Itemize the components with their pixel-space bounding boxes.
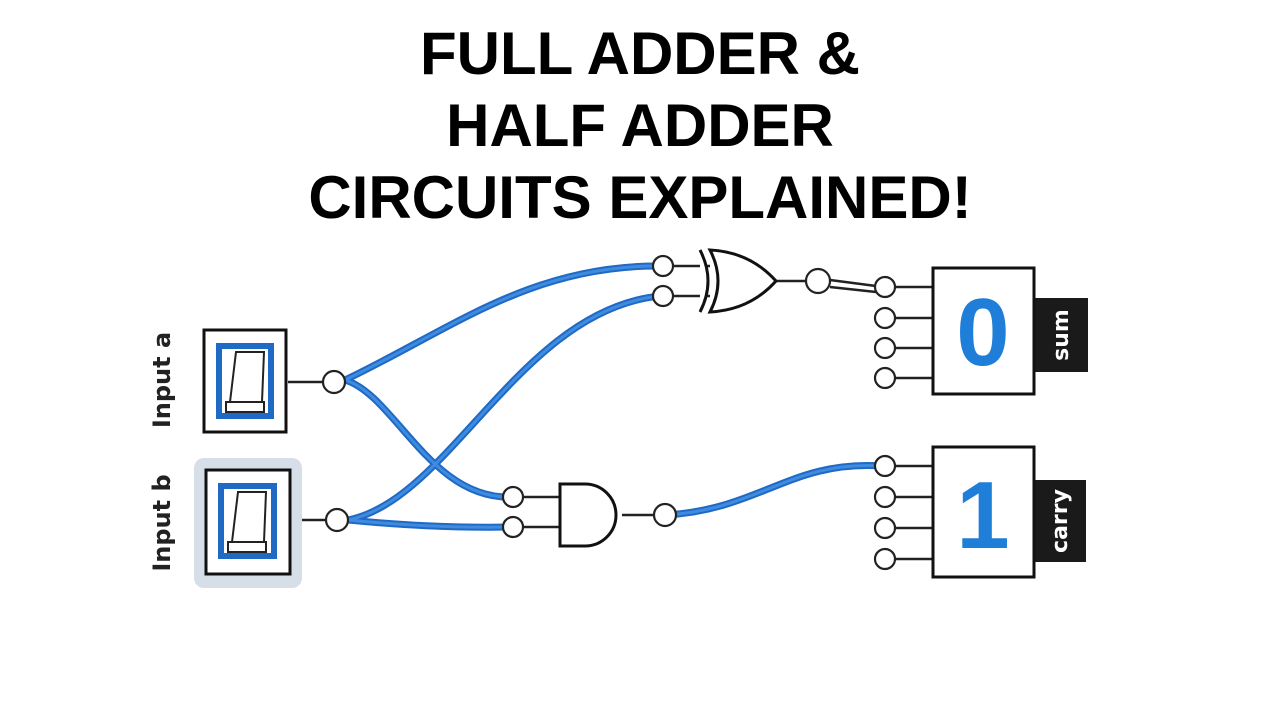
wire-a-to-and [341, 376, 516, 501]
xor-gate [698, 248, 779, 314]
carry-label: carry [1048, 489, 1073, 553]
wires [341, 262, 886, 531]
sum-display: sum 0 [931, 266, 1088, 396]
node-sum-pin-2 [873, 306, 897, 330]
node-and-out [652, 502, 678, 528]
input-b-switch[interactable] [194, 458, 302, 588]
carry-display: carry 1 [931, 445, 1086, 579]
node-sum-pin-3 [873, 336, 897, 360]
node-and-in-1 [501, 485, 525, 509]
node-xor-out [804, 267, 832, 295]
title-line-3: CIRCUITS EXPLAINED! [308, 164, 972, 231]
node-input-b [324, 507, 350, 533]
connection-nodes [321, 254, 897, 571]
node-carry-pin-2 [873, 485, 897, 509]
wire-a-to-xor [341, 262, 664, 384]
title-line-1: FULL ADDER & [420, 20, 860, 87]
node-and-in-2 [501, 515, 525, 539]
sum-value: 0 [956, 279, 1009, 386]
node-xor-in-2 [651, 284, 675, 308]
and-gate [558, 482, 618, 548]
node-xor-in-1 [651, 254, 675, 278]
node-sum-pin-4 [873, 366, 897, 390]
title: FULL ADDER & HALF ADDER CIRCUITS EXPLAIN… [0, 18, 1280, 234]
node-carry-pin-1 [873, 454, 897, 478]
input-a-label: Input a [148, 332, 176, 428]
sum-tag [1034, 298, 1088, 372]
input-a-switch[interactable] [202, 328, 288, 434]
input-b-label: Input b [148, 474, 176, 571]
carry-value: 1 [956, 462, 1009, 569]
wire-b-to-xor [344, 292, 664, 524]
node-carry-pin-4 [873, 547, 897, 571]
node-sum-pin-1 [873, 275, 897, 299]
node-input-a [321, 369, 347, 395]
carry-tag [1034, 480, 1086, 562]
wire-and-to-carry [661, 462, 886, 519]
title-line-2: HALF ADDER [446, 92, 834, 159]
node-carry-pin-3 [873, 516, 897, 540]
sum-label: sum [1049, 309, 1074, 361]
